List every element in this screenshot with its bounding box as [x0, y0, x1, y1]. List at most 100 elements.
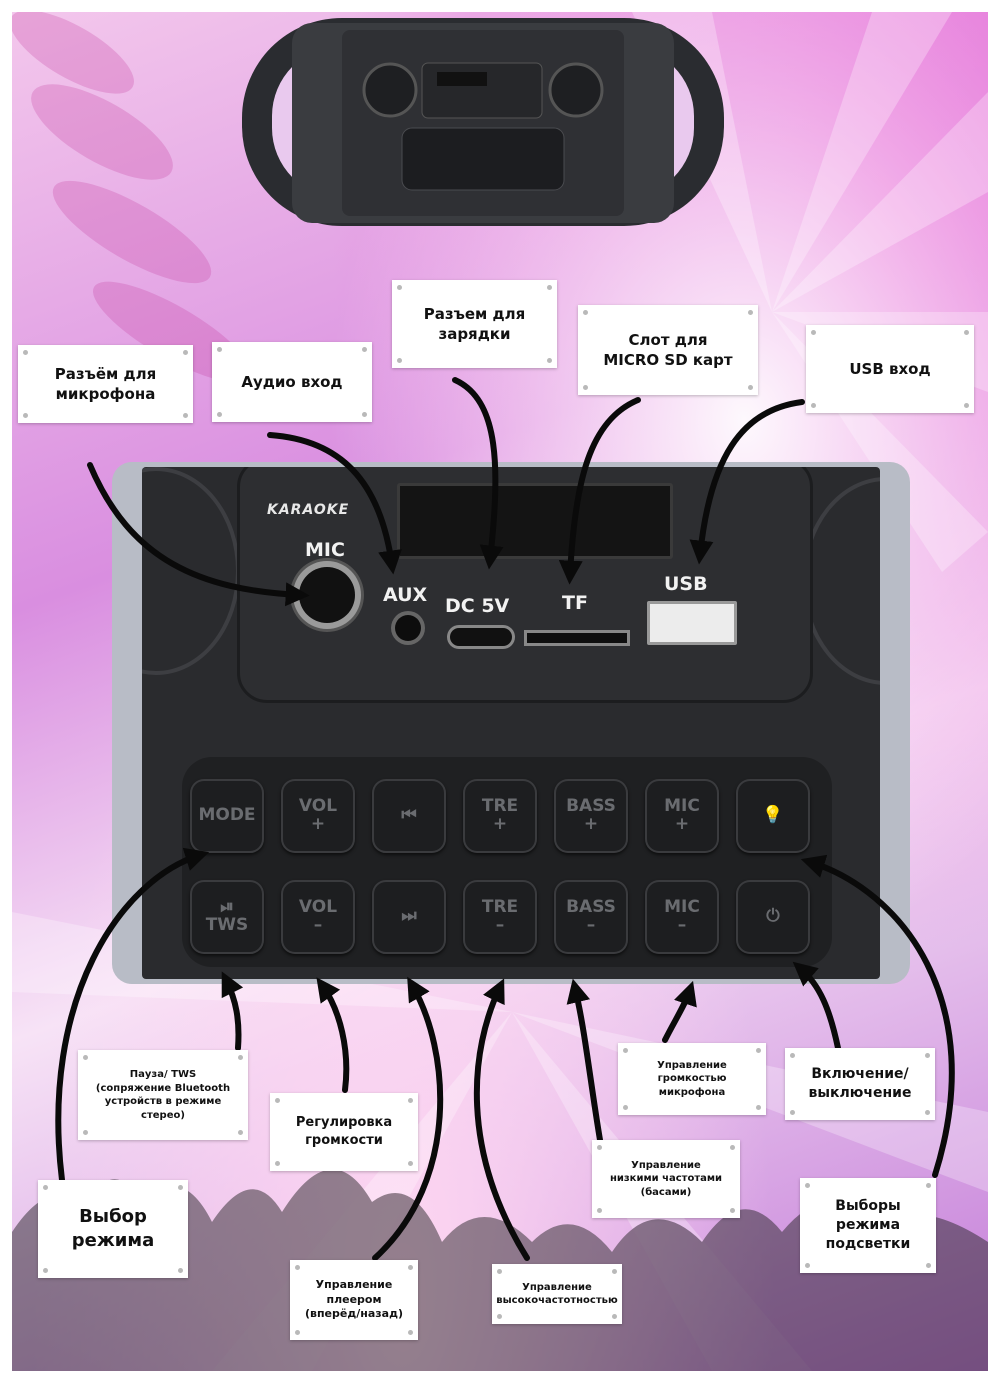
label-corner-dot	[805, 1263, 810, 1268]
label-corner-dot	[964, 330, 969, 335]
label-bass: Управление низкими частотами (басами)	[592, 1140, 740, 1218]
label-corner-dot	[623, 1048, 628, 1053]
label-sd-slot: Слот для MICRO SD карт	[578, 305, 758, 395]
left-speaker-cutout	[142, 467, 240, 675]
label-corner-dot	[408, 1330, 413, 1335]
right-speaker-cutout	[802, 477, 880, 685]
label-corner-dot	[547, 285, 552, 290]
label-corner-dot	[43, 1268, 48, 1273]
label-mic-volume: Управление громкостью микрофона	[618, 1043, 766, 1115]
label-corner-dot	[362, 412, 367, 417]
label-corner-dot	[408, 1161, 413, 1166]
label-corner-dot	[275, 1098, 280, 1103]
dc-usb-c-port[interactable]	[450, 628, 512, 646]
top-button-2[interactable]: ⏮	[372, 779, 446, 853]
label-corner-dot	[811, 330, 816, 335]
top-button-3[interactable]: TRE +	[463, 779, 537, 853]
label-pause-tws: Пауза/ TWS (сопряжение Bluetooth устройс…	[78, 1050, 248, 1140]
label-corner-dot	[178, 1268, 183, 1273]
label-charge: Разъем для зарядки	[392, 280, 557, 368]
label-corner-dot	[295, 1265, 300, 1270]
mic-jack[interactable]	[299, 567, 355, 623]
label-treble: Управление высокочастотностью	[492, 1264, 622, 1324]
label-corner-dot	[408, 1098, 413, 1103]
label-corner-dot	[612, 1314, 617, 1319]
label-corner-dot	[597, 1145, 602, 1150]
label-player-ctrl: Управление плеером (вперёд/назад)	[290, 1260, 418, 1340]
label-corner-dot	[748, 310, 753, 315]
label-corner-dot	[964, 403, 969, 408]
label-corner-dot	[926, 1183, 931, 1188]
label-corner-dot	[756, 1105, 761, 1110]
top-button-5[interactable]: MIC +	[645, 779, 719, 853]
label-corner-dot	[83, 1130, 88, 1135]
label-mode-select: Выбор режима	[38, 1180, 188, 1278]
tf-card-slot[interactable]	[527, 633, 627, 643]
label-corner-dot	[583, 385, 588, 390]
label-corner-dot	[238, 1055, 243, 1060]
label-corner-dot	[790, 1110, 795, 1115]
top-button-1[interactable]: VOL +	[281, 779, 355, 853]
bottom-button-4[interactable]: BASS –	[554, 880, 628, 954]
label-corner-dot	[408, 1265, 413, 1270]
label-corner-dot	[811, 403, 816, 408]
speaker-product-image	[242, 18, 724, 226]
label-corner-dot	[23, 350, 28, 355]
bottom-button-2[interactable]: ⏭	[372, 880, 446, 954]
label-usb-in: USB вход	[806, 325, 974, 413]
led-display	[397, 483, 673, 559]
top-button-0[interactable]: MODE	[190, 779, 264, 853]
label-audio-in: Аудио вход	[212, 342, 372, 422]
label-corner-dot	[926, 1263, 931, 1268]
top-button-6[interactable]: 💡	[736, 779, 810, 853]
label-corner-dot	[238, 1130, 243, 1135]
label-corner-dot	[295, 1330, 300, 1335]
label-corner-dot	[497, 1314, 502, 1319]
dc-port-label: DC 5V	[445, 595, 510, 617]
bottom-button-0[interactable]: ⏯ TWS	[190, 880, 264, 954]
label-corner-dot	[183, 413, 188, 418]
karaoke-logo: KARAOKE	[267, 502, 350, 518]
aux-port-label: AUX	[383, 584, 428, 606]
label-corner-dot	[623, 1105, 628, 1110]
label-corner-dot	[83, 1055, 88, 1060]
bottom-button-5[interactable]: MIC –	[645, 880, 719, 954]
label-corner-dot	[612, 1269, 617, 1274]
label-corner-dot	[583, 310, 588, 315]
label-corner-dot	[925, 1053, 930, 1058]
label-corner-dot	[805, 1183, 810, 1188]
usb-port[interactable]	[647, 601, 737, 645]
mic-port-label: MIC	[305, 539, 345, 561]
label-corner-dot	[23, 413, 28, 418]
label-corner-dot	[397, 358, 402, 363]
label-corner-dot	[730, 1208, 735, 1213]
aux-jack[interactable]	[395, 615, 421, 641]
bottom-button-3[interactable]: TRE –	[463, 880, 537, 954]
label-corner-dot	[275, 1161, 280, 1166]
label-corner-dot	[730, 1145, 735, 1150]
label-mic-jack: Разъём для микрофона	[18, 345, 193, 423]
label-corner-dot	[925, 1110, 930, 1115]
label-corner-dot	[497, 1269, 502, 1274]
label-corner-dot	[178, 1185, 183, 1190]
top-button-4[interactable]: BASS +	[554, 779, 628, 853]
label-corner-dot	[217, 412, 222, 417]
label-corner-dot	[43, 1185, 48, 1190]
label-corner-dot	[217, 347, 222, 352]
bottom-button-6[interactable]: ⏻	[736, 880, 810, 954]
bottom-button-1[interactable]: VOL –	[281, 880, 355, 954]
tf-port-label: TF	[562, 592, 588, 614]
label-corner-dot	[756, 1048, 761, 1053]
label-corner-dot	[790, 1053, 795, 1058]
label-corner-dot	[748, 385, 753, 390]
label-corner-dot	[183, 350, 188, 355]
label-light-mode: Выборы режима подсветки	[800, 1178, 936, 1273]
label-corner-dot	[597, 1208, 602, 1213]
label-power: Включение/ выключение	[785, 1048, 935, 1120]
label-corner-dot	[362, 347, 367, 352]
label-corner-dot	[547, 358, 552, 363]
usb-port-label: USB	[664, 573, 708, 595]
label-corner-dot	[397, 285, 402, 290]
